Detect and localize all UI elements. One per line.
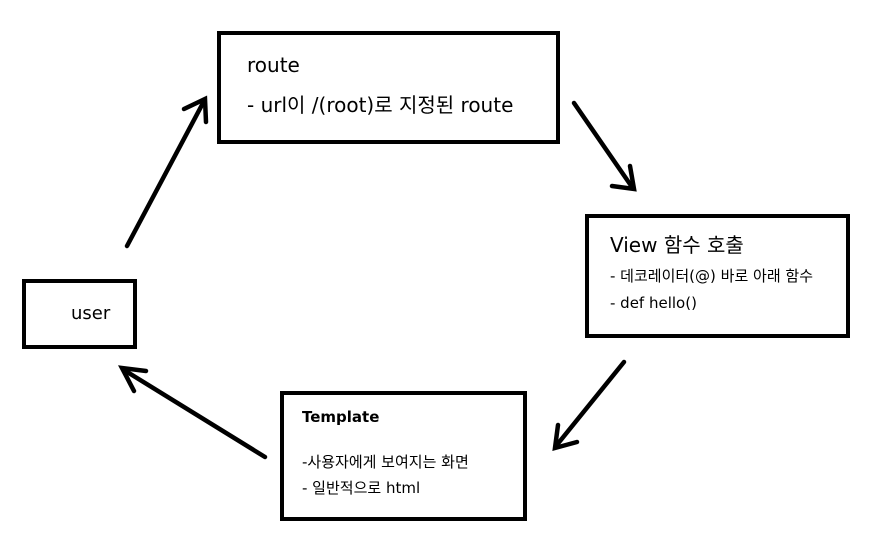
route-title: route bbox=[247, 53, 300, 77]
arrow-view-to-template bbox=[552, 359, 627, 452]
template-title: Template bbox=[302, 408, 380, 426]
route-description: - url이 /(root)로 지정된 route bbox=[247, 93, 514, 117]
view-title: View 함수 호출 bbox=[610, 233, 744, 257]
arrow-route-to-view bbox=[571, 100, 637, 192]
arrow-template-to-user bbox=[118, 365, 268, 460]
arrow-user-to-route bbox=[124, 95, 209, 249]
view-description-2: - def hello() bbox=[610, 294, 697, 312]
route-box: route - url이 /(root)로 지정된 route bbox=[217, 31, 560, 144]
template-box: Template -사용자에게 보여지는 화면 - 일반적으로 html bbox=[280, 391, 527, 521]
template-description-1: -사용자에게 보여지는 화면 bbox=[302, 453, 469, 471]
view-description-1: - 데코레이터(@) 바로 아래 함수 bbox=[610, 267, 813, 285]
user-title: user bbox=[71, 303, 111, 324]
user-box: user bbox=[22, 279, 137, 349]
template-description-2: - 일반적으로 html bbox=[302, 479, 421, 497]
view-box: View 함수 호출 - 데코레이터(@) 바로 아래 함수 - def hel… bbox=[585, 214, 850, 338]
